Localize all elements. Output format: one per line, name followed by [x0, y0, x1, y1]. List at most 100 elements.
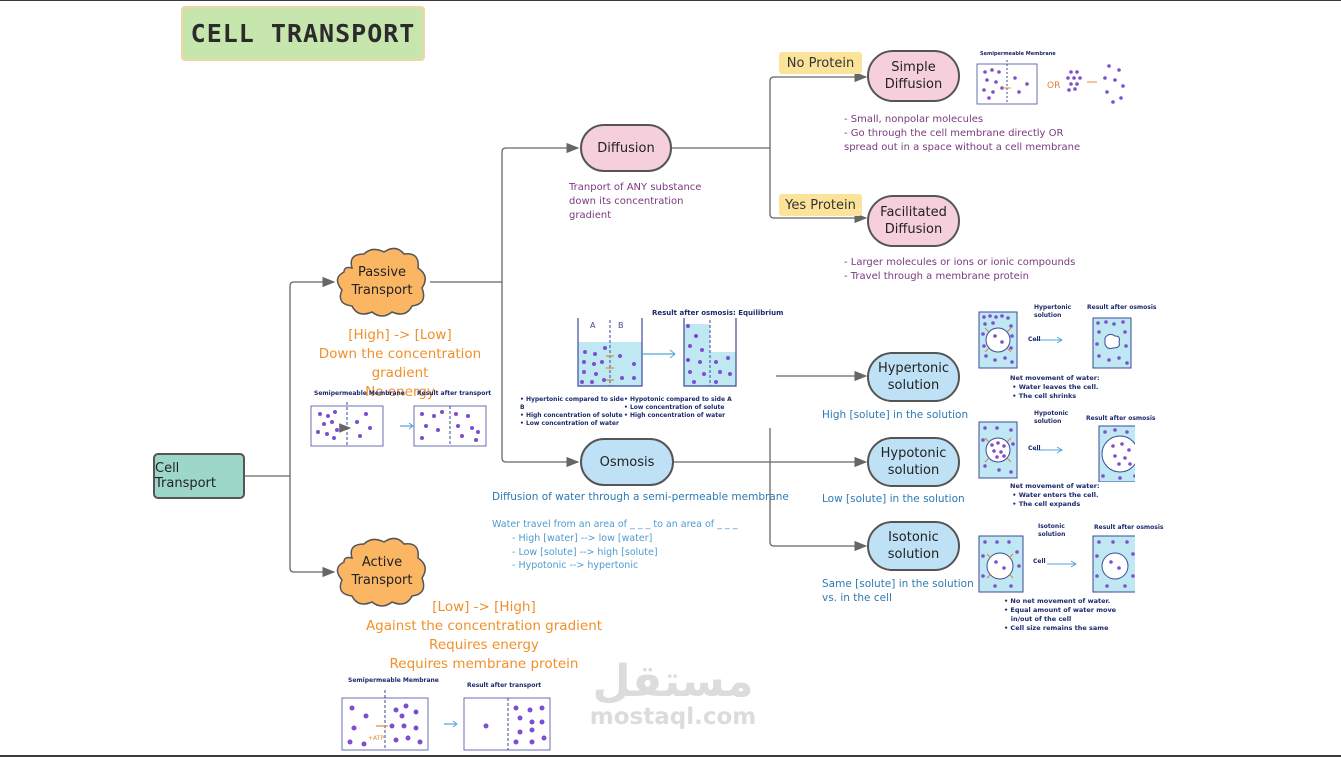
- diffusion-desc-line: Tranport of ANY substance: [569, 182, 702, 193]
- passive-desc-line: Down the concentration gradient: [318, 346, 482, 381]
- passive-desc-line: No energy: [365, 384, 435, 400]
- passive-transport-figure: [310, 402, 487, 447]
- isotonic-fig-cell-label: Cell: [1033, 558, 1046, 565]
- active-fig-caption-left: Semipermeable Membrane: [348, 677, 439, 684]
- active-desc-line: [Low] -> [High]: [432, 599, 536, 615]
- simple-desc-line: spread out in a space without a cell mem…: [844, 142, 1081, 153]
- passive-label-line2: Transport: [351, 283, 413, 298]
- simple-fig-caption: Semipermeable Membrane: [980, 51, 1056, 57]
- tag-no-protein: No Protein: [779, 52, 862, 74]
- active-transport-figure: +ATP: [341, 690, 551, 751]
- connector-osmosis-vertical: [769, 428, 868, 552]
- hypertonic-label-line2: solution: [887, 378, 940, 393]
- passive-fig-caption-right: Result after transport: [417, 390, 492, 397]
- active-desc-line: Requires energy: [429, 637, 539, 653]
- node-isotonic-solution[interactable]: Isotonic solution: [867, 521, 960, 571]
- active-fig-caption-right: Result after transport: [467, 682, 542, 689]
- osmosis-notes-side-b: • Hypotonic compared to side A • Low con…: [624, 396, 734, 420]
- hypotonic-label-line2: solution: [887, 463, 940, 478]
- connector-to-diffusion: [501, 142, 580, 282]
- hypertonic-description: High [solute] in the solution: [822, 409, 969, 421]
- passive-desc-line: [High] -> [Low]: [348, 327, 452, 343]
- top-border: [0, 0, 1341, 1]
- isotonic-label-line2: solution: [887, 547, 940, 562]
- diffusion-label: Diffusion: [597, 140, 655, 156]
- hypertonic-cell-figure: [978, 311, 1132, 369]
- hypertonic-fig-notes: Net movement of water: • Water leaves th…: [1010, 374, 1100, 400]
- side-a-label: A: [590, 321, 596, 330]
- active-label-line2: Transport: [351, 573, 413, 588]
- osmosis-definition: Diffusion of water through a semi-permea…: [492, 491, 789, 503]
- node-osmosis[interactable]: Osmosis: [580, 438, 674, 486]
- node-hypertonic-solution[interactable]: Hypertonic solution: [867, 352, 960, 402]
- watermark-arabic: مستقل: [592, 656, 754, 707]
- note-b-line: • Low concentration of solute: [624, 404, 725, 411]
- osmosis-u-tube-figure: A B: [577, 318, 737, 387]
- node-diffusion[interactable]: Diffusion: [580, 124, 672, 172]
- passive-fig-caption-left: Semipermeable Membrane: [314, 390, 405, 397]
- osmosis-point: - High [water] --> low [water]: [512, 533, 653, 544]
- osmosis-label: Osmosis: [599, 454, 655, 470]
- osmosis-fig-result-caption: Result after osmosis: Equilibrium: [652, 309, 784, 317]
- atp-label: +ATP: [368, 735, 384, 742]
- active-desc-line: Against the concentration gradient: [365, 618, 603, 634]
- osmosis-intro: Water travel from an area of _ _ _ to an…: [492, 519, 738, 530]
- page-title: CELL TRANSPORT: [181, 6, 425, 61]
- cloud-shape: [336, 247, 426, 317]
- facilitated-desc-line: - Larger molecules or ions or ionic comp…: [844, 257, 1076, 268]
- isotonic-description: Same [solute] in the solution vs. in the…: [822, 578, 974, 604]
- passive-description: [High] -> [Low] Down the concentration g…: [292, 326, 508, 402]
- connector-to-facilitated: [769, 148, 868, 224]
- simple-desc-line: - Small, nonpolar molecules: [844, 114, 984, 125]
- simple-diffusion-figure: OR: [976, 60, 1125, 105]
- facilitated-desc-line: - Travel through a membrane protein: [844, 271, 1029, 282]
- simple-label-line1: Simple: [891, 60, 936, 75]
- node-hypotonic-solution[interactable]: Hypotonic solution: [867, 437, 960, 487]
- osmosis-point: - Hypotonic --> hypertonic: [512, 560, 639, 571]
- simple-diffusion-description: - Small, nonpolar molecules - Go through…: [844, 113, 1084, 155]
- simple-label-line2: Diffusion: [884, 77, 943, 92]
- watermark-latin: mostaql.com: [589, 704, 757, 730]
- hypertonic-label-line1: Hypertonic: [877, 361, 950, 376]
- diffusion-desc-line: down its concentration: [569, 196, 684, 207]
- hypotonic-fig-cell-label: Cell: [1028, 445, 1041, 452]
- hypotonic-fig-result-label: Result after osmosis: [1086, 415, 1156, 422]
- cloud-shape: [336, 537, 426, 607]
- bottom-border: [0, 755, 1341, 757]
- active-description: [Low] -> [High] Against the concentratio…: [362, 598, 606, 674]
- note-b-line: • High concentration of water: [624, 412, 726, 419]
- connector-to-active: [289, 476, 336, 578]
- facilitated-diffusion-description: - Larger molecules or ions or ionic comp…: [844, 256, 1084, 284]
- note-a-line: • Low concentration of water: [520, 420, 619, 427]
- isotonic-fig-result-label: Result after osmosis: [1094, 524, 1164, 531]
- isotonic-fig-notes: • No net movement of water. • Equal amou…: [1004, 597, 1117, 632]
- diffusion-description: Tranport of ANY substance down its conce…: [569, 181, 749, 223]
- isotonic-label-line1: Isotonic: [888, 530, 939, 545]
- osmosis-point: - Low [solute] --> high [solute]: [512, 546, 658, 558]
- passive-label-line1: Passive: [357, 265, 407, 280]
- node-cell-transport[interactable]: Cell Transport: [153, 453, 245, 499]
- connector-to-osmosis: [501, 282, 580, 468]
- note-b-line: • Hypotonic compared to side A: [624, 396, 732, 403]
- isotonic-cell-figure: [978, 535, 1135, 593]
- tag-yes-protein: Yes Protein: [779, 194, 862, 216]
- node-cell-transport-label: Cell Transport: [155, 461, 217, 491]
- facilitated-label-line1: Facilitated: [880, 205, 947, 220]
- active-label-line1: Active: [361, 555, 403, 570]
- hypertonic-fig-result-label: Result after osmosis: [1087, 304, 1157, 311]
- hypotonic-label-line1: Hypotonic: [880, 446, 947, 461]
- osmosis-points: - High [water] --> low [water] - Low [so…: [512, 532, 712, 573]
- hypotonic-fig-notes: Net movement of water: • Water enters th…: [1010, 482, 1100, 508]
- hypotonic-description: Low [solute] in the solution: [822, 493, 965, 505]
- osmosis-notes-side-a: • Hypertonic compared to side B • High c…: [520, 396, 630, 428]
- side-b-label: B: [618, 321, 624, 330]
- hypertonic-fig-cell-label: Cell: [1028, 336, 1041, 343]
